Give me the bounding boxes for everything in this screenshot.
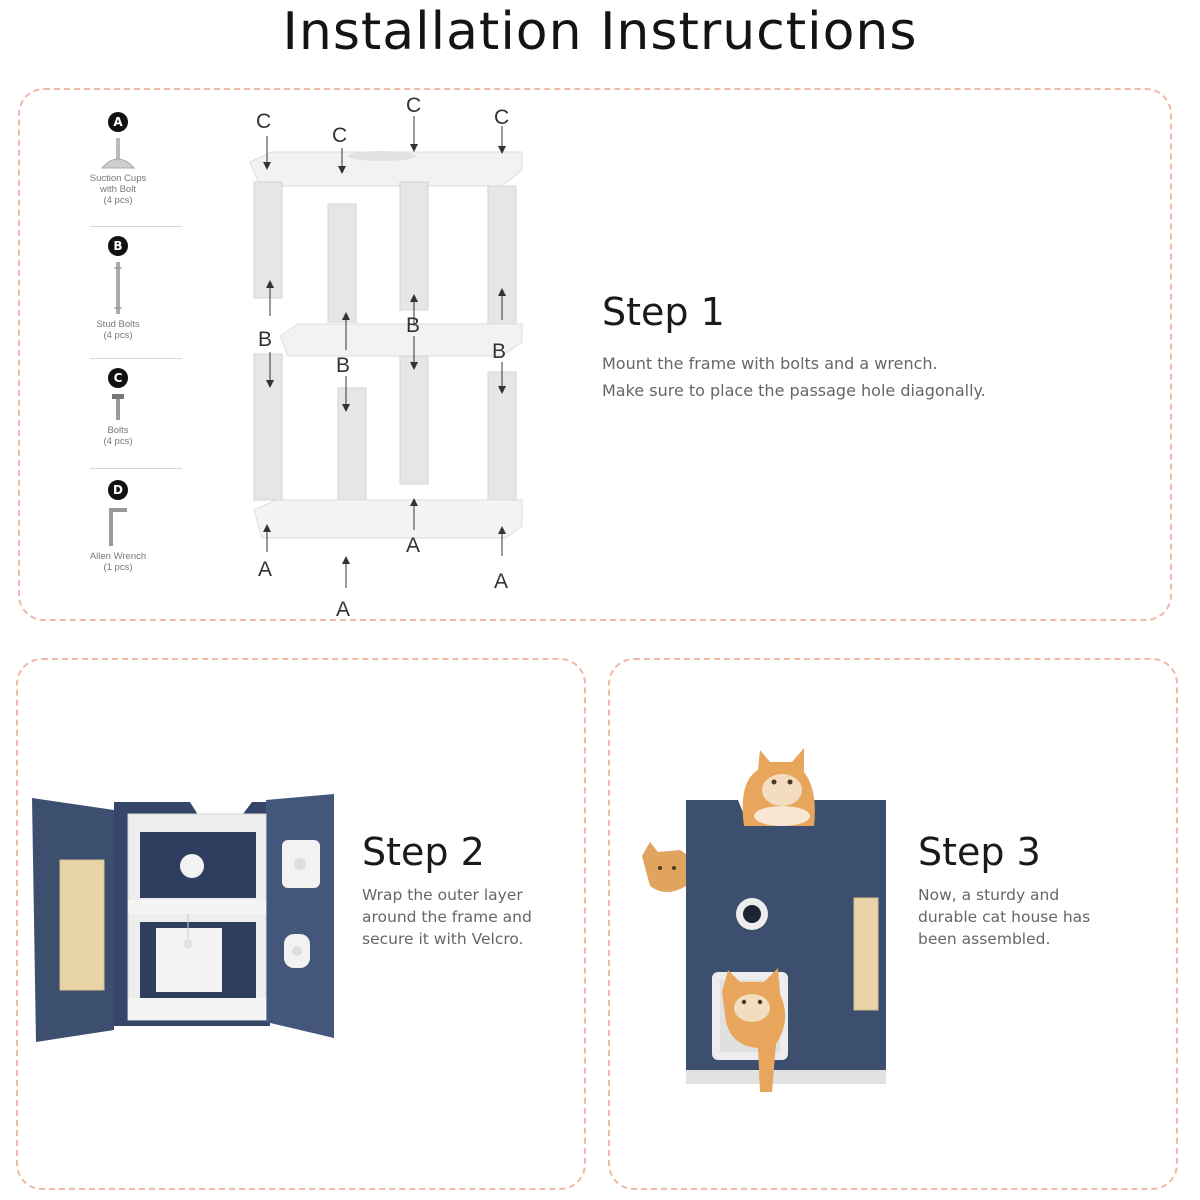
post [399,355,429,485]
label-b: B [258,328,272,351]
divider [90,358,182,359]
part-d: D Allen Wrench (1 pcs) [68,480,168,573]
label-b: B [406,314,420,337]
post [487,371,517,515]
suction-cup-icon [100,138,136,169]
step-3-description: Now, a sturdy and durable cat house has … [918,886,1091,948]
step-2-title: Step 2 [362,830,485,874]
label-c: C [256,110,271,133]
bottom-board [253,499,523,539]
label-c: C [332,124,347,147]
step-2-description: Wrap the outer layer around the frame an… [362,886,532,948]
label-a: A [406,534,420,557]
label-c: C [494,106,509,129]
label-c: C [406,94,421,117]
bolt-icon [112,394,124,420]
page-title: Installation Instructions [282,2,918,62]
label-a: A [258,558,272,581]
step-2-card: Step 2 Wrap the outer layer around the f… [16,658,586,1190]
outer-layer-right-flap [266,794,334,1038]
cat-on-top [742,748,815,826]
middle-board [279,323,523,357]
part-a-badge: A [108,112,128,132]
assembled-cat-house-illustration [642,748,886,1092]
label-a: A [494,570,508,593]
sisal-pad [853,897,879,1011]
stud-bolt-icon [114,262,122,314]
step-1-title: Step 1 [602,290,725,334]
cat-in-door [722,968,786,1092]
sisal-pad [59,859,105,991]
part-c: C Bolts (4 pcs) [68,368,168,447]
part-a: A Suction Cups with Bolt (4 pcs) [68,112,168,206]
post [327,203,357,323]
divider [90,468,182,469]
label-b: B [336,354,350,377]
divider [90,226,182,227]
frame-assembly-diagram: C C C C B B B B A A A A [249,94,523,620]
post [253,353,283,501]
allen-wrench-icon [109,508,127,546]
step-3-card: Step 3 Now, a sturdy and durable cat hou… [608,658,1178,1190]
post [253,181,283,299]
label-a: A [336,598,350,620]
post [399,181,429,311]
part-b: B Stud Bolts (4 pcs) [68,236,168,341]
step-1-card: A Suction Cups with Bolt (4 pcs) B Stud … [18,88,1172,621]
wrapped-frame-illustration [32,794,334,1042]
step-1-description: Mount the frame with bolts and a wrench.… [602,354,986,400]
step-3-title: Step 3 [918,830,1041,874]
label-b: B [492,340,506,363]
cat-peeking [642,842,686,892]
